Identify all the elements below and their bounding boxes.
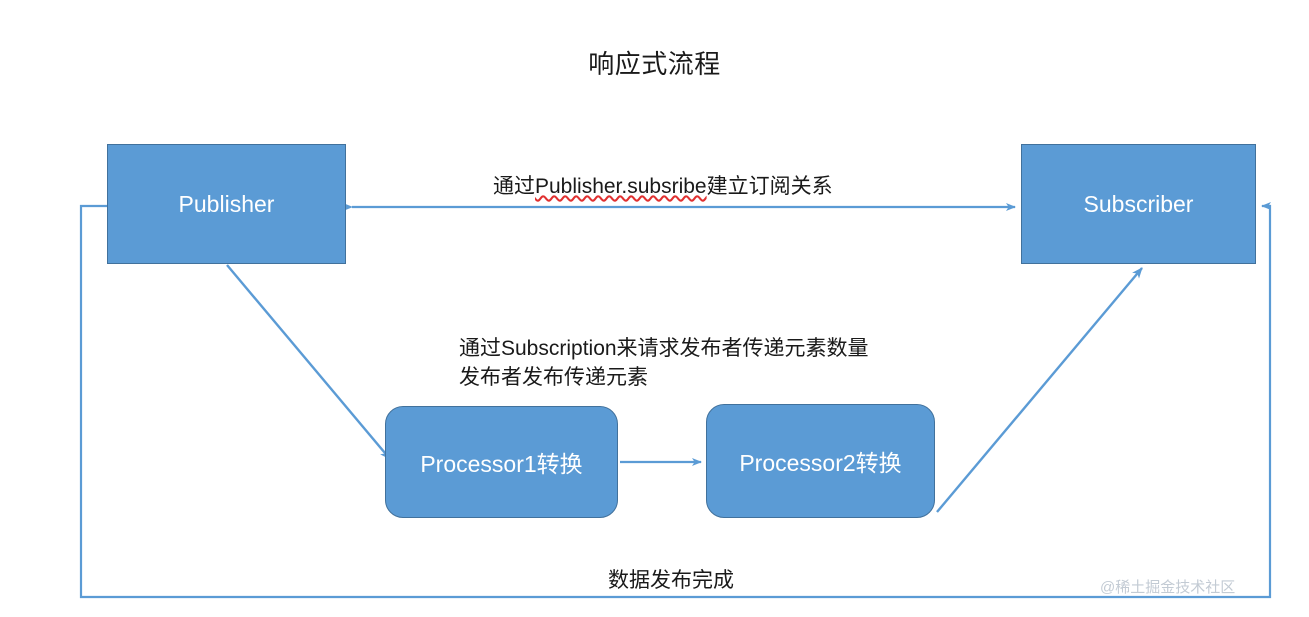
watermark: @稀土掘金技术社区: [1100, 579, 1236, 596]
node-processor2[interactable]: Processor2转换: [706, 404, 935, 518]
edge-label-data-complete: 数据发布完成: [608, 569, 734, 592]
edge-label-subscribe-misspelled: Publisher.subsribe: [535, 175, 707, 198]
node-subscriber-label: Subscriber: [1083, 190, 1194, 217]
annotation-subscription-line2: 发布者发布传递元素: [459, 366, 648, 389]
edge-bottom-loop: [79, 202, 1272, 599]
node-publisher-label: Publisher: [178, 190, 275, 217]
edge-publisher-processor1: [226, 264, 391, 460]
edge-label-subscribe-suffix: 建立订阅关系: [706, 175, 833, 198]
page-title: 响应式流程: [588, 49, 721, 79]
edge-label-subscribe: 通过Publisher.subsribe建立订阅关系: [493, 170, 833, 200]
edge-label-subscribe-prefix: 通过: [493, 175, 535, 198]
node-publisher[interactable]: Publisher: [107, 144, 346, 264]
node-processor1-label: Processor1转换: [420, 451, 583, 477]
node-processor2-label: Processor2转换: [739, 450, 902, 476]
annotation-subscription-line1: 通过Subscription来请求发布者传递元素数量: [459, 337, 869, 360]
annotation-subscription-note: 通过Subscription来请求发布者传递元素数量 发布者发布传递元素: [459, 334, 869, 392]
node-processor1[interactable]: Processor1转换: [385, 406, 618, 518]
edge-processor2-subscriber: [936, 267, 1143, 513]
node-subscriber[interactable]: Subscriber: [1021, 144, 1256, 264]
